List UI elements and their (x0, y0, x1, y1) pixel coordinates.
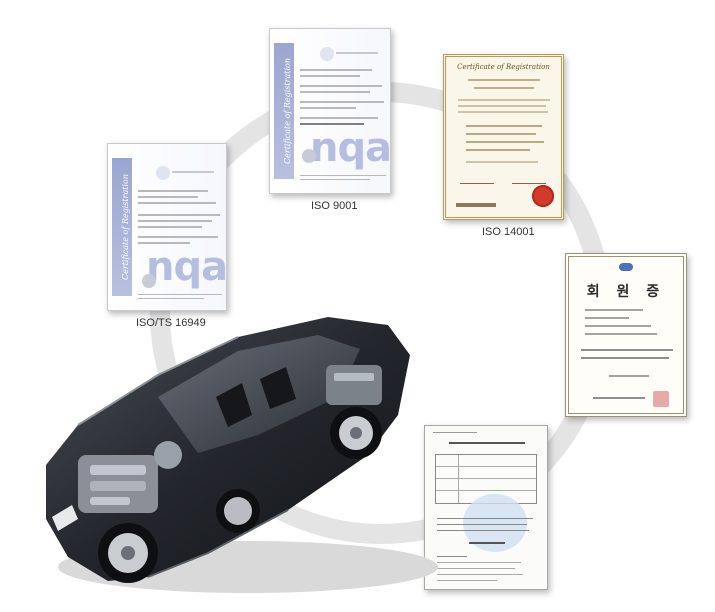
certificate-band: Certificate of Registration (274, 43, 294, 179)
caption-iso-9001: ISO 9001 (311, 200, 358, 212)
certificate-korean (424, 425, 548, 590)
membership-title: 회 원 증 (586, 284, 666, 300)
nqa-watermark: nqa (310, 125, 391, 171)
certificate-band-text: Certificate of Registration (121, 174, 131, 280)
certificate-iso-14001: Certificate of Registration (443, 54, 564, 220)
stamp-icon (653, 391, 669, 407)
red-seal-icon (532, 185, 554, 207)
certificate-header: Certificate of Registration (457, 63, 550, 71)
certificate-iso-ts-16949: Certificate of Registration nqa (107, 143, 227, 311)
cutaway-car-illustration (46, 317, 438, 593)
front-wheel-icon (98, 523, 158, 583)
nqa-watermark: nqa (146, 244, 227, 290)
certificate-band-text: Certificate of Registration (283, 58, 293, 164)
certificate-membership: 회 원 증 (565, 253, 687, 417)
caption-iso-ts-16949: ISO/TS 16949 (136, 317, 206, 329)
emblem-icon (619, 263, 633, 271)
nqa-logo-icon (320, 47, 334, 61)
certificate-band: Certificate of Registration (112, 158, 132, 296)
rear-wheel-icon (330, 407, 382, 459)
caption-iso-14001: ISO 14001 (482, 226, 535, 238)
rear-right-wheel-icon (216, 489, 260, 533)
accreditation-mark-icon (142, 274, 156, 288)
accreditation-mark-icon (302, 149, 316, 163)
nqa-logo-icon (156, 166, 170, 180)
certificate-iso-9001: Certificate of Registration nqa (269, 28, 391, 194)
